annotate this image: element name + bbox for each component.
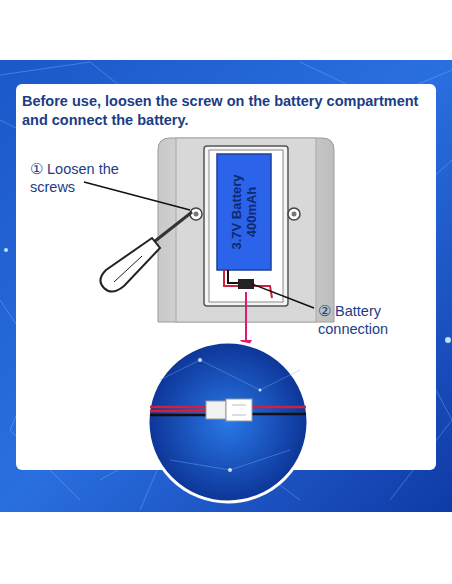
white-panel <box>16 84 436 470</box>
callout-label: ② Battery connection <box>318 302 442 338</box>
zoom-wire-red <box>250 406 306 409</box>
screwdriver-shaft <box>150 212 192 245</box>
light-dots <box>198 358 262 472</box>
leader-line <box>252 284 314 308</box>
battery-label: 3.7V Battery 400mAh <box>229 158 259 266</box>
callout-label: ① Loosen the screws <box>30 160 138 196</box>
background-band <box>0 60 452 512</box>
zoom-wire-black <box>150 414 208 417</box>
screwdriver-handle <box>100 238 160 292</box>
battery-label-box: 3.7V Battery 400mAh <box>219 156 269 268</box>
socket <box>226 399 252 421</box>
screwdriver-groove <box>114 256 142 282</box>
compartment-inner <box>209 150 283 302</box>
screw <box>194 212 199 217</box>
zoom-wire-red <box>150 407 208 411</box>
pointer-arrow <box>245 292 247 342</box>
battery-compartment <box>204 146 288 306</box>
wire-red <box>224 270 238 286</box>
wire-black <box>228 270 238 283</box>
screw <box>292 212 297 217</box>
zoom-wire-black <box>250 413 306 416</box>
leader-line <box>84 182 190 210</box>
socket-detail <box>232 415 246 416</box>
screw-hole <box>288 208 300 220</box>
battery-body <box>217 154 271 270</box>
network-lines <box>0 62 452 510</box>
socket-detail <box>232 405 246 406</box>
zoom-circle <box>148 342 308 502</box>
title: Before use, loosen the screw on the batt… <box>22 92 434 130</box>
battery-connector <box>238 279 254 289</box>
plug <box>206 401 226 419</box>
